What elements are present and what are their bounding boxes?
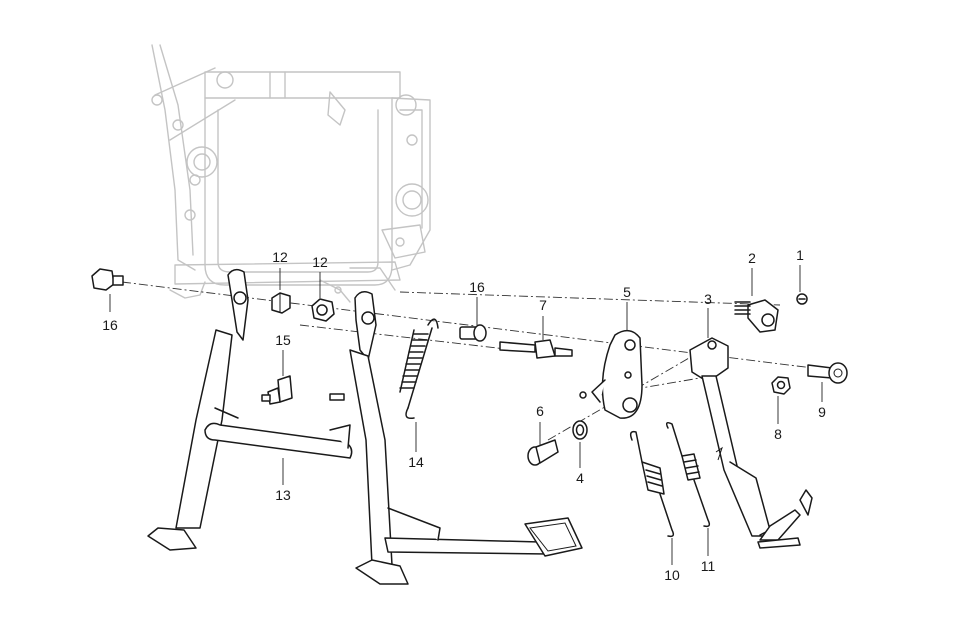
callout-10: 10	[664, 567, 680, 583]
callout-9: 9	[818, 404, 826, 420]
part-6-bolt	[527, 439, 559, 466]
part-4-washer	[572, 420, 588, 440]
part-16-bolt-left	[91, 268, 124, 291]
callout-13: 13	[275, 487, 291, 503]
part-12-spacer-left	[271, 292, 291, 314]
callout-16-right: 16	[469, 279, 485, 295]
callout-11: 11	[701, 558, 716, 574]
callout-7: 7	[539, 297, 547, 313]
motorcycle-frame	[151, 44, 431, 303]
part-8-nut	[771, 376, 791, 395]
callout-16-left: 16	[102, 317, 118, 333]
part-9-bolt	[807, 362, 848, 384]
leader-lines	[109, 265, 823, 565]
part-11-spring	[665, 421, 711, 528]
part-7-pivot-shaft	[499, 339, 573, 359]
callout-15: 15	[275, 332, 291, 348]
callout-12-left: 12	[272, 249, 288, 265]
part-14-spring	[399, 318, 439, 420]
part-1-screw	[796, 293, 808, 305]
part-2-side-stand-switch	[734, 299, 779, 333]
callout-6: 6	[536, 403, 544, 419]
callout-1: 1	[796, 247, 804, 263]
callout-8: 8	[774, 426, 782, 442]
part-10-spring	[629, 430, 675, 538]
part-3-side-stand	[689, 337, 813, 549]
part-12-nut-right	[311, 298, 335, 322]
part-15-rubber-stop	[261, 375, 293, 405]
callout-5: 5	[623, 284, 631, 300]
callout-12-right: 12	[312, 254, 328, 270]
part-16-sleeve-right	[459, 324, 487, 342]
callout-14: 14	[408, 454, 424, 470]
callout-labels: 16 12 12 15 13 14 16 7 5 3 2 1 6 4 8 9 1…	[102, 247, 826, 583]
part-5-bracket-plate	[579, 329, 643, 419]
callout-4: 4	[576, 470, 584, 486]
part-13-center-stand	[147, 268, 583, 585]
callout-3: 3	[704, 291, 712, 307]
callout-2: 2	[748, 250, 756, 266]
